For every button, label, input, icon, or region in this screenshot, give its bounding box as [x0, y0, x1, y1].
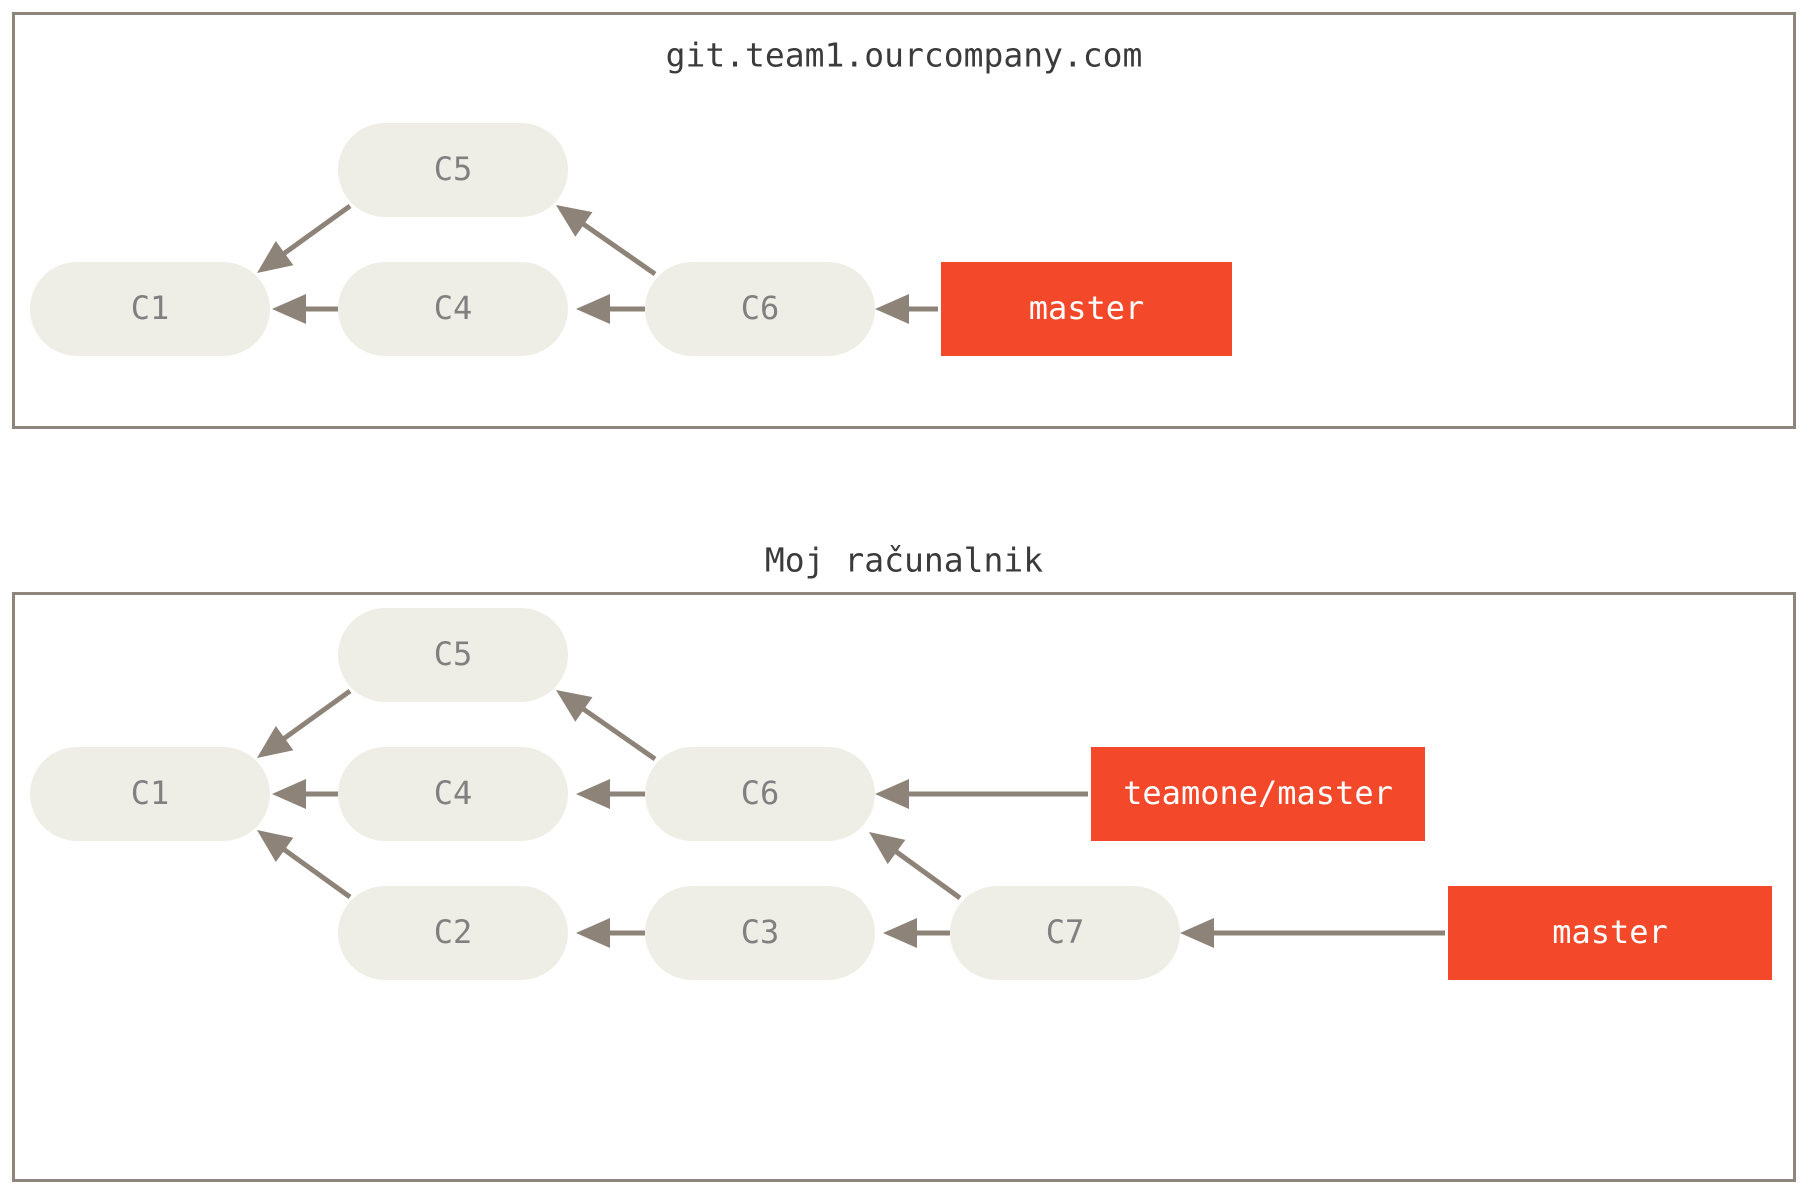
bot-c7-to-c6-edge-line [890, 846, 962, 901]
commit-node-bot-c5: C5 [338, 608, 568, 702]
commit-node-bot-c2: C2 [338, 886, 568, 980]
remote-panel-title: git.team1.ourcompany.com [666, 36, 1143, 75]
commit-shape-bot-c7 [950, 886, 1180, 980]
commit-label-top-c1: C1 [131, 289, 170, 327]
commit-label-top-c4: C4 [434, 289, 473, 327]
remote-panel-edges [257, 203, 938, 324]
commit-label-bot-c5: C5 [434, 635, 473, 673]
branch-shape-bot-master [1448, 886, 1772, 980]
commit-label-bot-c3: C3 [741, 913, 780, 951]
commit-label-bot-c1: C1 [131, 774, 170, 812]
bot-c6-to-c5-edge-line [577, 703, 657, 762]
commit-shape-top-c1 [30, 262, 270, 356]
branch-box-bot-master: master [1448, 886, 1772, 980]
top-master-to-c6-arrowhead [875, 294, 909, 324]
bot-c2-to-c1-edge-line [278, 844, 352, 900]
commit-node-bot-c3: C3 [645, 886, 875, 980]
local-panel-frame [12, 592, 1796, 1182]
commit-label-bot-c2: C2 [434, 913, 473, 951]
commit-shape-bot-c3 [645, 886, 875, 980]
bot-c7-to-c6-arrowhead [869, 832, 906, 865]
commit-shape-bot-c2 [338, 886, 568, 980]
top-c5-to-c1-arrowhead [257, 240, 294, 273]
branch-label-top-master: master [1029, 289, 1145, 327]
commit-shape-bot-c5 [338, 608, 568, 702]
commit-shape-top-c4 [338, 262, 568, 356]
commit-label-top-c5: C5 [434, 150, 473, 188]
top-c4-to-c1-arrowhead [272, 294, 306, 324]
bot-c3-to-c2-arrowhead [576, 918, 610, 948]
commit-shape-bot-c6 [645, 747, 875, 841]
commit-shape-bot-c4 [338, 747, 568, 841]
branch-box-top-master: master [941, 262, 1232, 356]
commit-node-top-c1: C1 [30, 262, 270, 356]
top-c6-to-c5-edge-line [577, 218, 657, 277]
commit-shape-top-c6 [645, 262, 875, 356]
commit-label-bot-c7: C7 [1046, 913, 1085, 951]
local-panel-title: Moj računalnik [765, 541, 1043, 580]
bot-c7-to-c3-arrowhead [883, 918, 917, 948]
commit-label-top-c6: C6 [741, 289, 780, 327]
commit-label-bot-c6: C6 [741, 774, 780, 812]
branch-shape-top-master [941, 262, 1232, 356]
commit-shape-bot-c1 [30, 747, 270, 841]
commit-node-bot-c1: C1 [30, 747, 270, 841]
bot-teamonemaster-to-c6-arrowhead [875, 779, 909, 809]
commit-shape-top-c5 [338, 123, 568, 217]
local-panel-edges [257, 688, 1445, 948]
top-c6-to-c4-arrowhead [576, 294, 610, 324]
bot-c6-to-c5-arrowhead [556, 690, 593, 722]
top-c5-to-c1-edge-line [278, 203, 352, 259]
commit-node-bot-c7: C7 [950, 886, 1180, 980]
branch-shape-bot-teamone-master [1091, 747, 1425, 841]
top-c6-to-c5-arrowhead [556, 205, 593, 237]
commit-label-bot-c4: C4 [434, 774, 473, 812]
bot-c4-to-c1-arrowhead [272, 779, 306, 809]
bot-c5-to-c1-edge-line [278, 688, 352, 744]
branch-label-bot-teamone-master: teamone/master [1123, 774, 1393, 812]
branch-label-bot-master: master [1552, 913, 1668, 951]
commit-node-bot-c6: C6 [645, 747, 875, 841]
remote-panel-frame [12, 12, 1796, 429]
commit-node-bot-c4: C4 [338, 747, 568, 841]
bot-c6-to-c4-arrowhead [576, 779, 610, 809]
commit-node-top-c6: C6 [645, 262, 875, 356]
bot-c2-to-c1-arrowhead [257, 830, 294, 863]
commit-node-top-c5: C5 [338, 123, 568, 217]
bot-c5-to-c1-arrowhead [257, 725, 294, 758]
commit-node-top-c4: C4 [338, 262, 568, 356]
bot-master-to-c7-arrowhead [1180, 918, 1214, 948]
branch-box-bot-teamone-master: teamone/master [1091, 747, 1425, 841]
